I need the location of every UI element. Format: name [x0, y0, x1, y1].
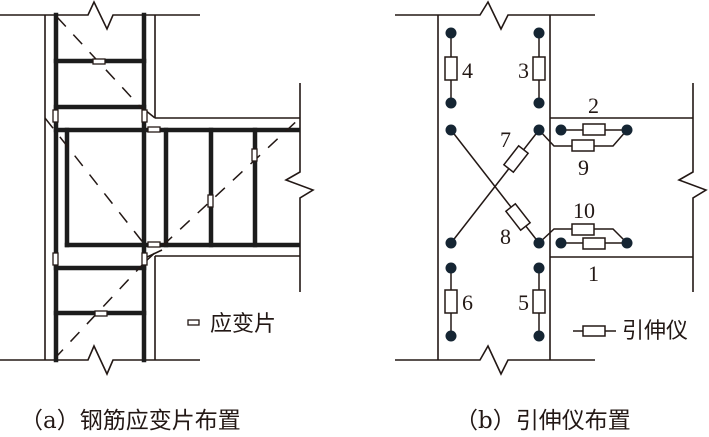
- caption-b: （b）引伸仪布置: [455, 408, 631, 434]
- measurement-node: [445, 27, 457, 39]
- measurement-node: [533, 330, 545, 342]
- ext-label-1: 1: [588, 261, 599, 286]
- bottom-break-line-b: [395, 344, 595, 376]
- strain-gauge-icon: [94, 310, 108, 317]
- dashed-line-joint: [44, 117, 146, 246]
- ext-label-10: 10: [573, 198, 595, 223]
- strain-gauge-icon: [141, 252, 148, 266]
- extensometer-6-icon: [444, 289, 458, 314]
- extensometer-3-icon: [532, 56, 546, 81]
- strain-gauge-icon: [251, 148, 258, 162]
- extensometer-8-icon: [504, 202, 532, 232]
- measurement-node: [445, 237, 457, 249]
- strain-gauge-icon: [207, 194, 214, 208]
- dashed-line-lower-column: [56, 261, 146, 357]
- ext-label-8: 8: [500, 224, 511, 249]
- measurement-node: [533, 262, 545, 274]
- top-break-line-b: [395, 0, 595, 31]
- measurement-node: [445, 262, 457, 274]
- dashed-line-beam: [144, 117, 301, 263]
- extensometer-5-icon: [532, 289, 546, 314]
- bottom-break-line-a: [0, 344, 200, 376]
- strain-gauge-icon: [147, 241, 161, 248]
- extensometer-10-icon: [571, 223, 595, 236]
- extensometer-4-icon: [444, 56, 458, 81]
- ext-label-3: 3: [518, 58, 529, 83]
- measurement-node: [533, 97, 545, 109]
- measurement-node: [621, 237, 633, 249]
- strain-gauge-icon: [92, 58, 106, 65]
- measurement-node: [533, 237, 545, 249]
- measurement-node: [445, 330, 457, 342]
- legend-extensometer-icon: [573, 325, 616, 337]
- measurement-node: [533, 27, 545, 39]
- strain-gauge-icon: [147, 126, 161, 133]
- beam-break-line-b: [677, 83, 708, 292]
- legend-strain-gauge-icon: [187, 319, 200, 326]
- measurement-node: [445, 124, 457, 136]
- legend-label-strain-gauge: 应变片: [210, 312, 276, 337]
- dashed-line-upper-column: [56, 16, 146, 113]
- strain-gauge-icon: [52, 109, 59, 123]
- panel-b-extensometer-layout: 4 3 6 5 7 8 2 9 10: [395, 0, 708, 434]
- extensometer-2-icon: [582, 123, 606, 136]
- extensometer-1-icon: [582, 237, 606, 250]
- ext-label-9: 9: [578, 155, 589, 180]
- extensometer-9-icon: [571, 139, 595, 152]
- strain-gauge-icon: [141, 109, 148, 123]
- ext-label-5: 5: [518, 290, 529, 315]
- measurement-node: [555, 237, 567, 249]
- caption-a: （a）钢筋应变片布置: [20, 408, 241, 434]
- panel-a-rebar-strain-gauge-layout: 应变片 （a）钢筋应变片布置: [0, 0, 315, 434]
- strain-gauge-icon: [52, 252, 59, 266]
- measurement-node: [555, 124, 567, 136]
- legend-label-extensometer: 引伸仪: [622, 319, 688, 344]
- extensometer-7-icon: [502, 144, 530, 174]
- measurement-node: [445, 97, 457, 109]
- measurement-node: [621, 124, 633, 136]
- beam-break-line-a: [284, 83, 315, 292]
- top-break-line-a: [0, 0, 200, 31]
- ext-label-6: 6: [462, 290, 473, 315]
- ext-label-2: 2: [588, 93, 599, 118]
- measurement-node: [533, 124, 545, 136]
- ext-label-7: 7: [500, 127, 511, 152]
- ext-label-4: 4: [462, 58, 473, 83]
